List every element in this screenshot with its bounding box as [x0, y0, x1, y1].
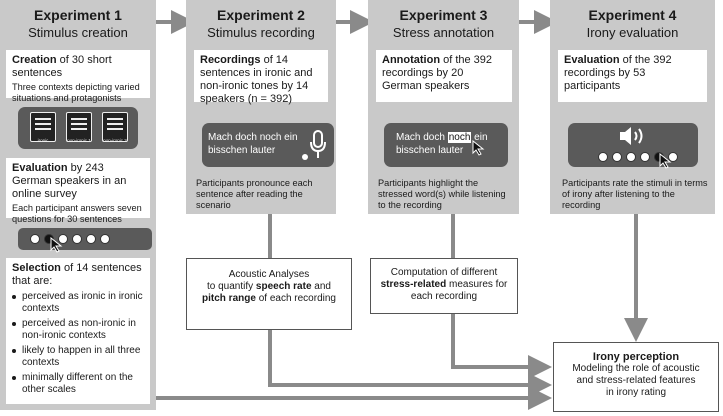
annotation-rest: of the 392 recordings by 20 German speak…: [382, 54, 493, 92]
cursor-icon: [50, 237, 63, 253]
rating-circle: [86, 234, 96, 244]
acoustic-analyses-box: Acoustic Analyses to quantify speech rat…: [186, 258, 352, 330]
exp4-subtitle: Irony evaluation: [586, 25, 679, 40]
acoustic-line-1: Acoustic Analyses: [228, 269, 310, 280]
selection-item: perceived as ironic in ironic contexts: [12, 291, 144, 315]
rating-circle: [100, 234, 110, 244]
rating-circle: [612, 152, 622, 162]
panel-experiment-1: Experiment 1 Stimulus creation Creation …: [0, 0, 156, 410]
panel-experiment-3: Experiment 3 Stress annotation Annotatio…: [368, 0, 519, 214]
rating-circle: [626, 152, 636, 162]
panel-experiment-2: Experiment 2 Stimulus recording Recordin…: [186, 0, 336, 214]
selection-list: perceived as ironic in ironic contexts p…: [12, 291, 144, 396]
speech-line-2: bisschen lauter: [396, 145, 464, 156]
selection-item: minimally different on the other scales: [12, 372, 144, 396]
exp2-speech-panel: Mach doch noch ein bisschen lauter: [202, 123, 334, 167]
exp1-documents-panel: ironic non-ironic 1 non-ironic 2: [18, 107, 138, 149]
creation-desc: Three contexts depicting varied situatio…: [12, 82, 140, 103]
annotation-bold: Annotation: [382, 54, 441, 66]
recording-dot-icon: [302, 154, 308, 160]
exp3-annotation-box: Annotation of the 392 recordings by 20 G…: [376, 50, 512, 102]
rating-circle: [72, 234, 82, 244]
microphone-icon: [310, 130, 326, 158]
stress-computation-box: Computation of different stress-related …: [370, 258, 518, 314]
exp1-creation-box: Creation of 30 short sentences Three con…: [6, 50, 150, 103]
exp2-recordings-box: Recordings of 14 sentences in ironic and…: [194, 50, 328, 105]
rating-circle: [598, 152, 608, 162]
rating-circle: [30, 234, 40, 244]
irony-line-1: Modeling the role of acoustic: [572, 363, 700, 374]
exp1-evaluation-box: Evaluation by 243 German speakers in an …: [6, 158, 150, 224]
exp1-rating-scale: [18, 228, 152, 253]
exp4-eval-rest: of the 392 recordings by 53 participants: [564, 54, 672, 92]
doc-label-ironic: ironic: [37, 138, 49, 143]
rating-circle: [58, 234, 68, 244]
speech-highlight[interactable]: noch: [447, 132, 472, 143]
evaluation-bold: Evaluation: [12, 162, 68, 174]
evaluation-rest: by 243 German speakers in an online surv…: [12, 162, 127, 200]
creation-bold: Creation: [12, 54, 57, 66]
stress-line-2-post: measures for: [446, 279, 508, 290]
irony-perception-box: Irony perception Modeling the role of ac…: [553, 342, 719, 412]
speech-post: ein: [471, 132, 488, 143]
exp1-selection-box: Selection of 14 sentences that are: perc…: [6, 258, 150, 404]
arrow-acoustic-irony: [268, 330, 552, 397]
exp1-title: Experiment 1: [34, 7, 122, 23]
selection-rest: of 14 sentences that are:: [12, 262, 142, 287]
stress-line-3: each recording: [410, 291, 478, 302]
arrow-stress-irony: [451, 314, 552, 379]
selection-item: likely to happen in all three contexts: [12, 345, 144, 369]
exp4-eval-bold: Evaluation: [564, 54, 620, 66]
recordings-bold: Recordings: [200, 54, 261, 66]
irony-title: Irony perception: [592, 351, 680, 363]
document-icon-non-ironic-2: non-ironic 2: [102, 112, 128, 143]
stress-related: stress-related: [380, 279, 447, 290]
exp4-title: Experiment 4: [588, 7, 677, 23]
doc-label-non-ironic-1: non-ironic 1: [67, 138, 91, 143]
rating-circle: [640, 152, 650, 162]
stress-line-1: Computation of different: [390, 267, 498, 278]
exp3-speech-panel: Mach doch noch ein bisschen lauter: [384, 123, 508, 167]
selection-item: perceived as non-ironic in non-ironic co…: [12, 318, 144, 342]
exp4-evaluation-box: Evaluation of the 392 recordings by 53 p…: [558, 50, 707, 102]
cursor-icon: [659, 153, 672, 169]
panel-experiment-4: Experiment 4 Irony evaluation Evaluation…: [550, 0, 715, 214]
exp4-rating-panel: [568, 123, 698, 169]
acoustic-speech-rate: speech rate: [255, 281, 312, 292]
document-icon-ironic: ironic: [30, 112, 56, 143]
speech-line-2: bisschen lauter: [208, 145, 276, 156]
exp4-note: Participants rate the stimuli in terms o…: [562, 178, 708, 210]
doc-label-non-ironic-2: non-ironic 2: [103, 138, 127, 143]
exp2-title: Experiment 2: [217, 7, 305, 23]
cursor-icon: [472, 140, 485, 156]
acoustic-pitch-range: pitch range: [202, 293, 256, 304]
exp2-note: Participants pronounce each sentence aft…: [196, 178, 313, 210]
acoustic-line-3-post: of each recording: [255, 293, 336, 304]
document-icon-non-ironic-1: non-ironic 1: [66, 112, 92, 143]
irony-line-2: and stress-related features: [576, 375, 696, 386]
exp3-subtitle: Stress annotation: [392, 25, 495, 40]
irony-line-3: in irony rating: [605, 387, 667, 398]
creation-rest: of 30 short sentences: [12, 54, 112, 79]
exp3-title: Experiment 3: [399, 7, 488, 23]
exp3-note: Participants highlight the stressed word…: [378, 178, 506, 210]
acoustic-line-2-post: and: [311, 281, 331, 292]
acoustic-line-2-pre: to quantify: [207, 281, 256, 292]
exp1-subtitle: Stimulus creation: [28, 25, 128, 40]
rating-circle-selected: [44, 234, 54, 244]
rating-circle: [668, 152, 678, 162]
evaluation-desc: Each participant answers seven questions…: [12, 203, 142, 224]
exp2-subtitle: Stimulus recording: [207, 25, 315, 40]
speech-line-1: Mach doch noch ein: [208, 132, 298, 143]
speech-pre: Mach doch: [396, 132, 448, 143]
selection-bold: Selection: [12, 262, 61, 274]
speaker-icon: [620, 127, 643, 145]
recordings-rest: of 14 sentences in ironic and non-ironic…: [200, 54, 313, 105]
